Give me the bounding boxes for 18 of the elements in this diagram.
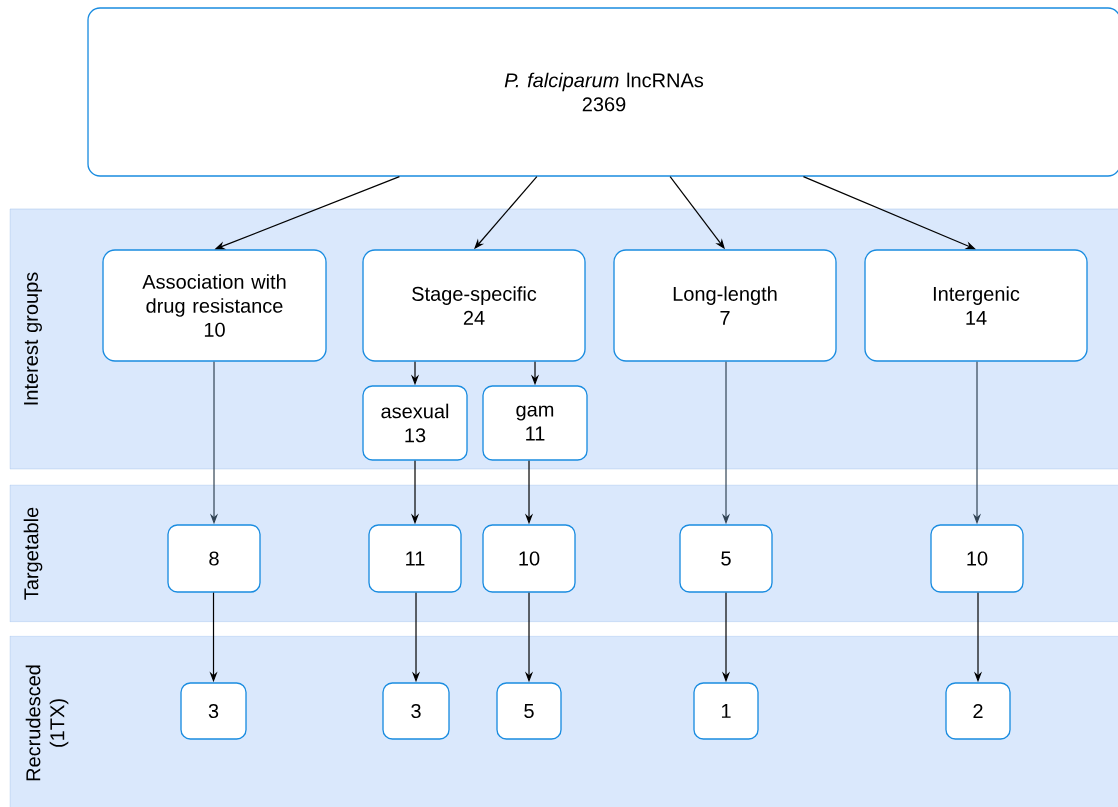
rounded-box: 10 [930,524,1024,593]
rounded-box: asexual 13 [362,385,468,461]
rounded-box: 11 [368,524,462,593]
arrow [802,176,976,250]
rounded-box: 3 [180,682,247,740]
rounded-box: gam 11 [482,385,588,461]
rounded-box: 5 [496,682,562,740]
rounded-box: 1 [693,682,759,740]
rounded-box: 5 [679,524,773,593]
rounded-box: 10 [482,524,576,593]
rounded-box: 8 [167,524,261,593]
rounded-box: 3 [382,682,450,740]
rounded-box: Intergenic 14 [864,249,1088,362]
rounded-box: Association with drug resistance 10 [102,249,327,362]
rounded-box: Long-length 7 [613,249,837,362]
rounded-box: Stage-specific 24 [362,249,586,362]
rounded-box: 2 [945,682,1011,740]
rounded-box: P. falciparum lncRNAs 2369 [87,7,1118,177]
